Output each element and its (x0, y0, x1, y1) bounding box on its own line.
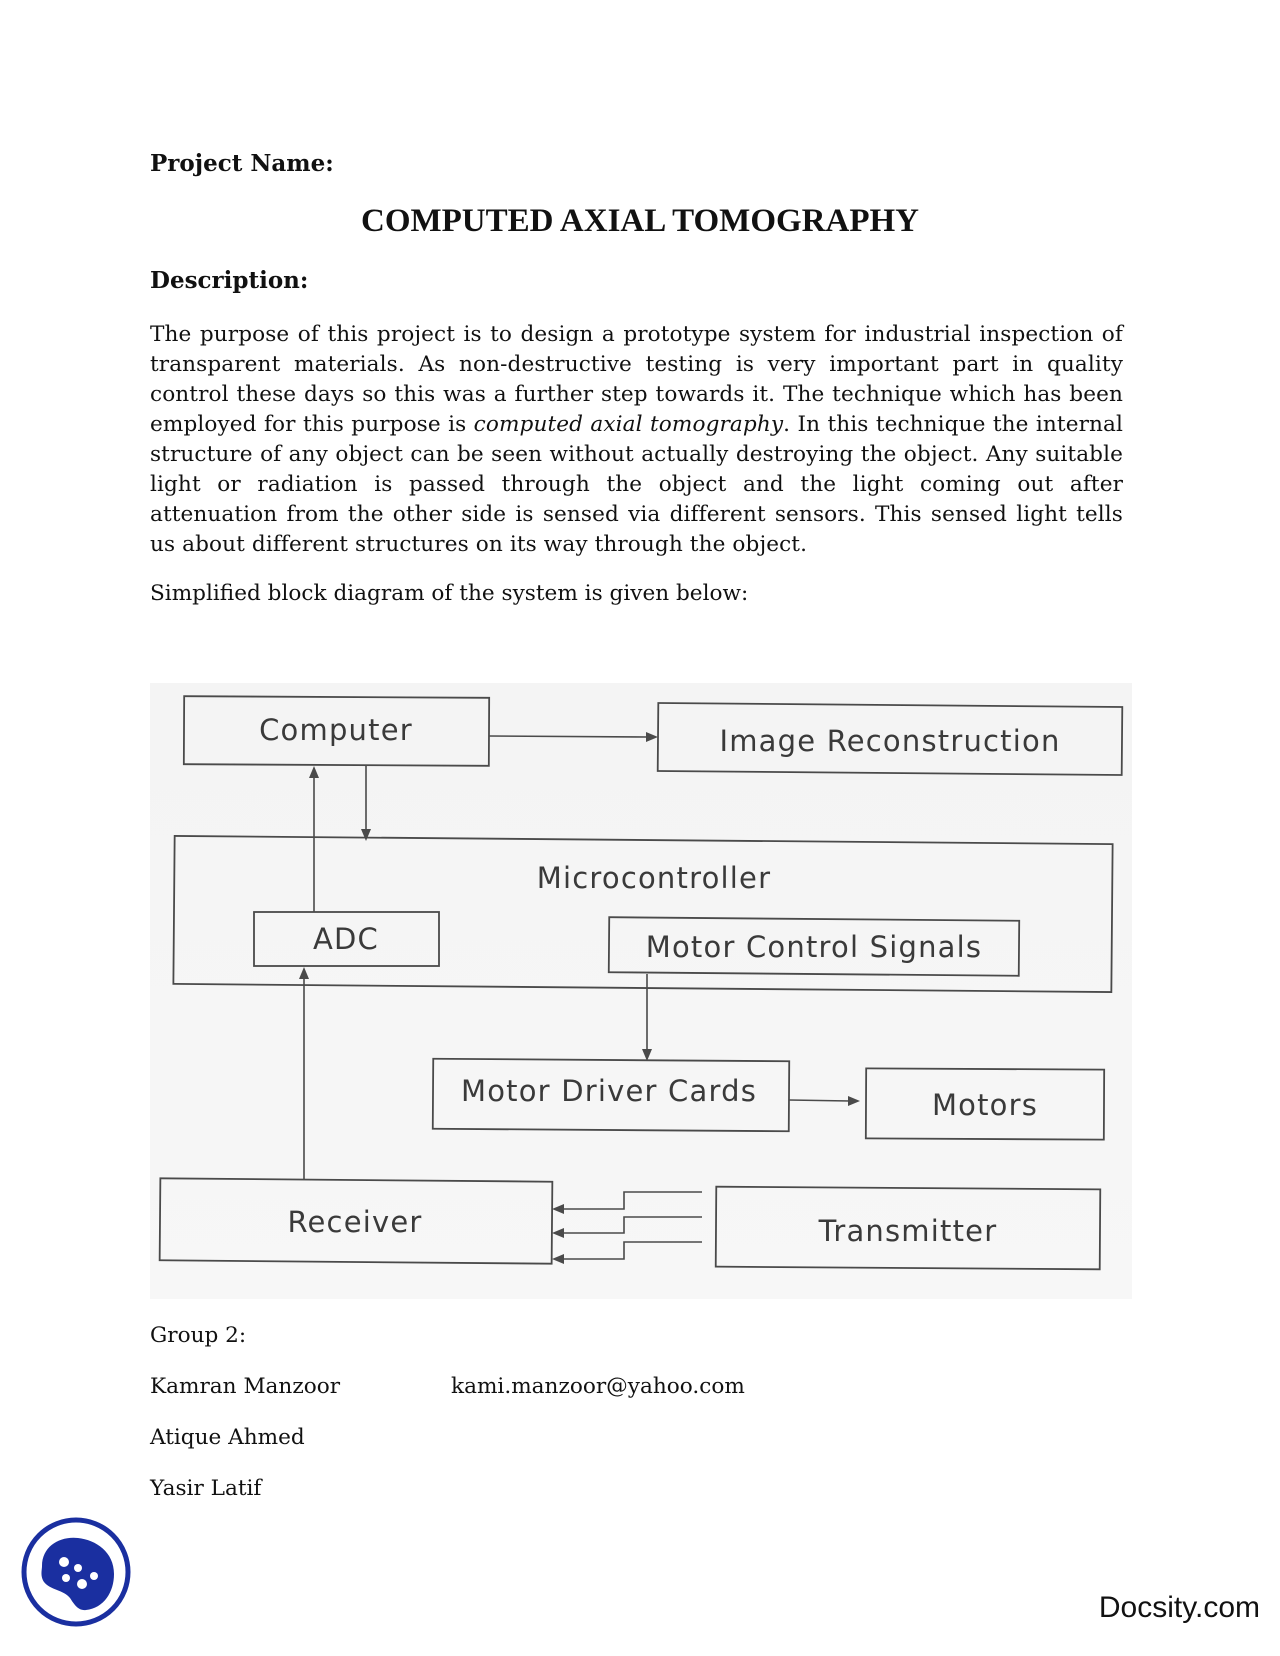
project-name-label: Project Name: (150, 150, 334, 177)
transmitter-block: Transmitter (714, 1185, 1102, 1271)
arrow-adc-to-computer (309, 766, 319, 912)
arrow-receiver-to-adc (299, 967, 309, 1180)
description-italic-term: computed axial tomography (473, 412, 784, 437)
arrow-computer-to-image (488, 732, 658, 742)
member-name: Kamran Manzoor (150, 1374, 341, 1399)
arrow-computer-to-microcontroller (361, 765, 371, 841)
member-email: kami.manzoor@yahoo.com (451, 1374, 745, 1399)
document-title: COMPUTED AXIAL TOMOGRAPHY (361, 203, 919, 239)
adc-block: ADC (253, 911, 440, 967)
image-reconstruction-label: Image Reconstruction (719, 724, 1060, 758)
computer-label: Computer (259, 713, 413, 747)
description-label: Description: (150, 267, 309, 294)
arrow-driver-to-motors (788, 1096, 860, 1106)
microcontroller-label: Microcontroller (537, 861, 771, 895)
member-name: Atique Ahmed (150, 1425, 305, 1450)
description-text-start: The purpose of this project is to design… (150, 322, 1123, 437)
receiver-block: Receiver (158, 1177, 554, 1265)
receiver-label: Receiver (287, 1205, 422, 1239)
computer-block: Computer (182, 695, 491, 767)
docsity-logo-icon (20, 1516, 132, 1628)
adc-label: ADC (313, 922, 379, 956)
microcontroller-block: Microcontroller (172, 835, 1114, 993)
description-paragraph: The purpose of this project is to design… (150, 320, 1123, 560)
motor-driver-cards-block: Motor Driver Cards (431, 1057, 791, 1133)
arrow-signals-to-driver (642, 974, 652, 1061)
docsity-brand-text[interactable]: Docsity.com (1098, 1591, 1260, 1624)
motor-driver-cards-label: Motor Driver Cards (461, 1074, 757, 1108)
transmitter-label: Transmitter (818, 1214, 998, 1248)
group-label: Group 2: (150, 1323, 247, 1348)
block-diagram: Computer Image Reconstruction Microcontr… (150, 683, 1132, 1299)
motor-control-signals-block: Motor Control Signals (607, 916, 1021, 977)
description-text-end: . In this technique the internal structu… (150, 412, 1123, 557)
image-reconstruction-block: Image Reconstruction (656, 702, 1124, 776)
transmitter-to-receiver-signals (552, 1191, 702, 1264)
motors-label: Motors (932, 1088, 1038, 1122)
member-name: Yasir Latif (150, 1476, 262, 1501)
diagram-intro: Simplified block diagram of the system i… (150, 581, 749, 606)
motors-block: Motors (864, 1067, 1106, 1141)
motor-control-signals-label: Motor Control Signals (646, 930, 982, 964)
